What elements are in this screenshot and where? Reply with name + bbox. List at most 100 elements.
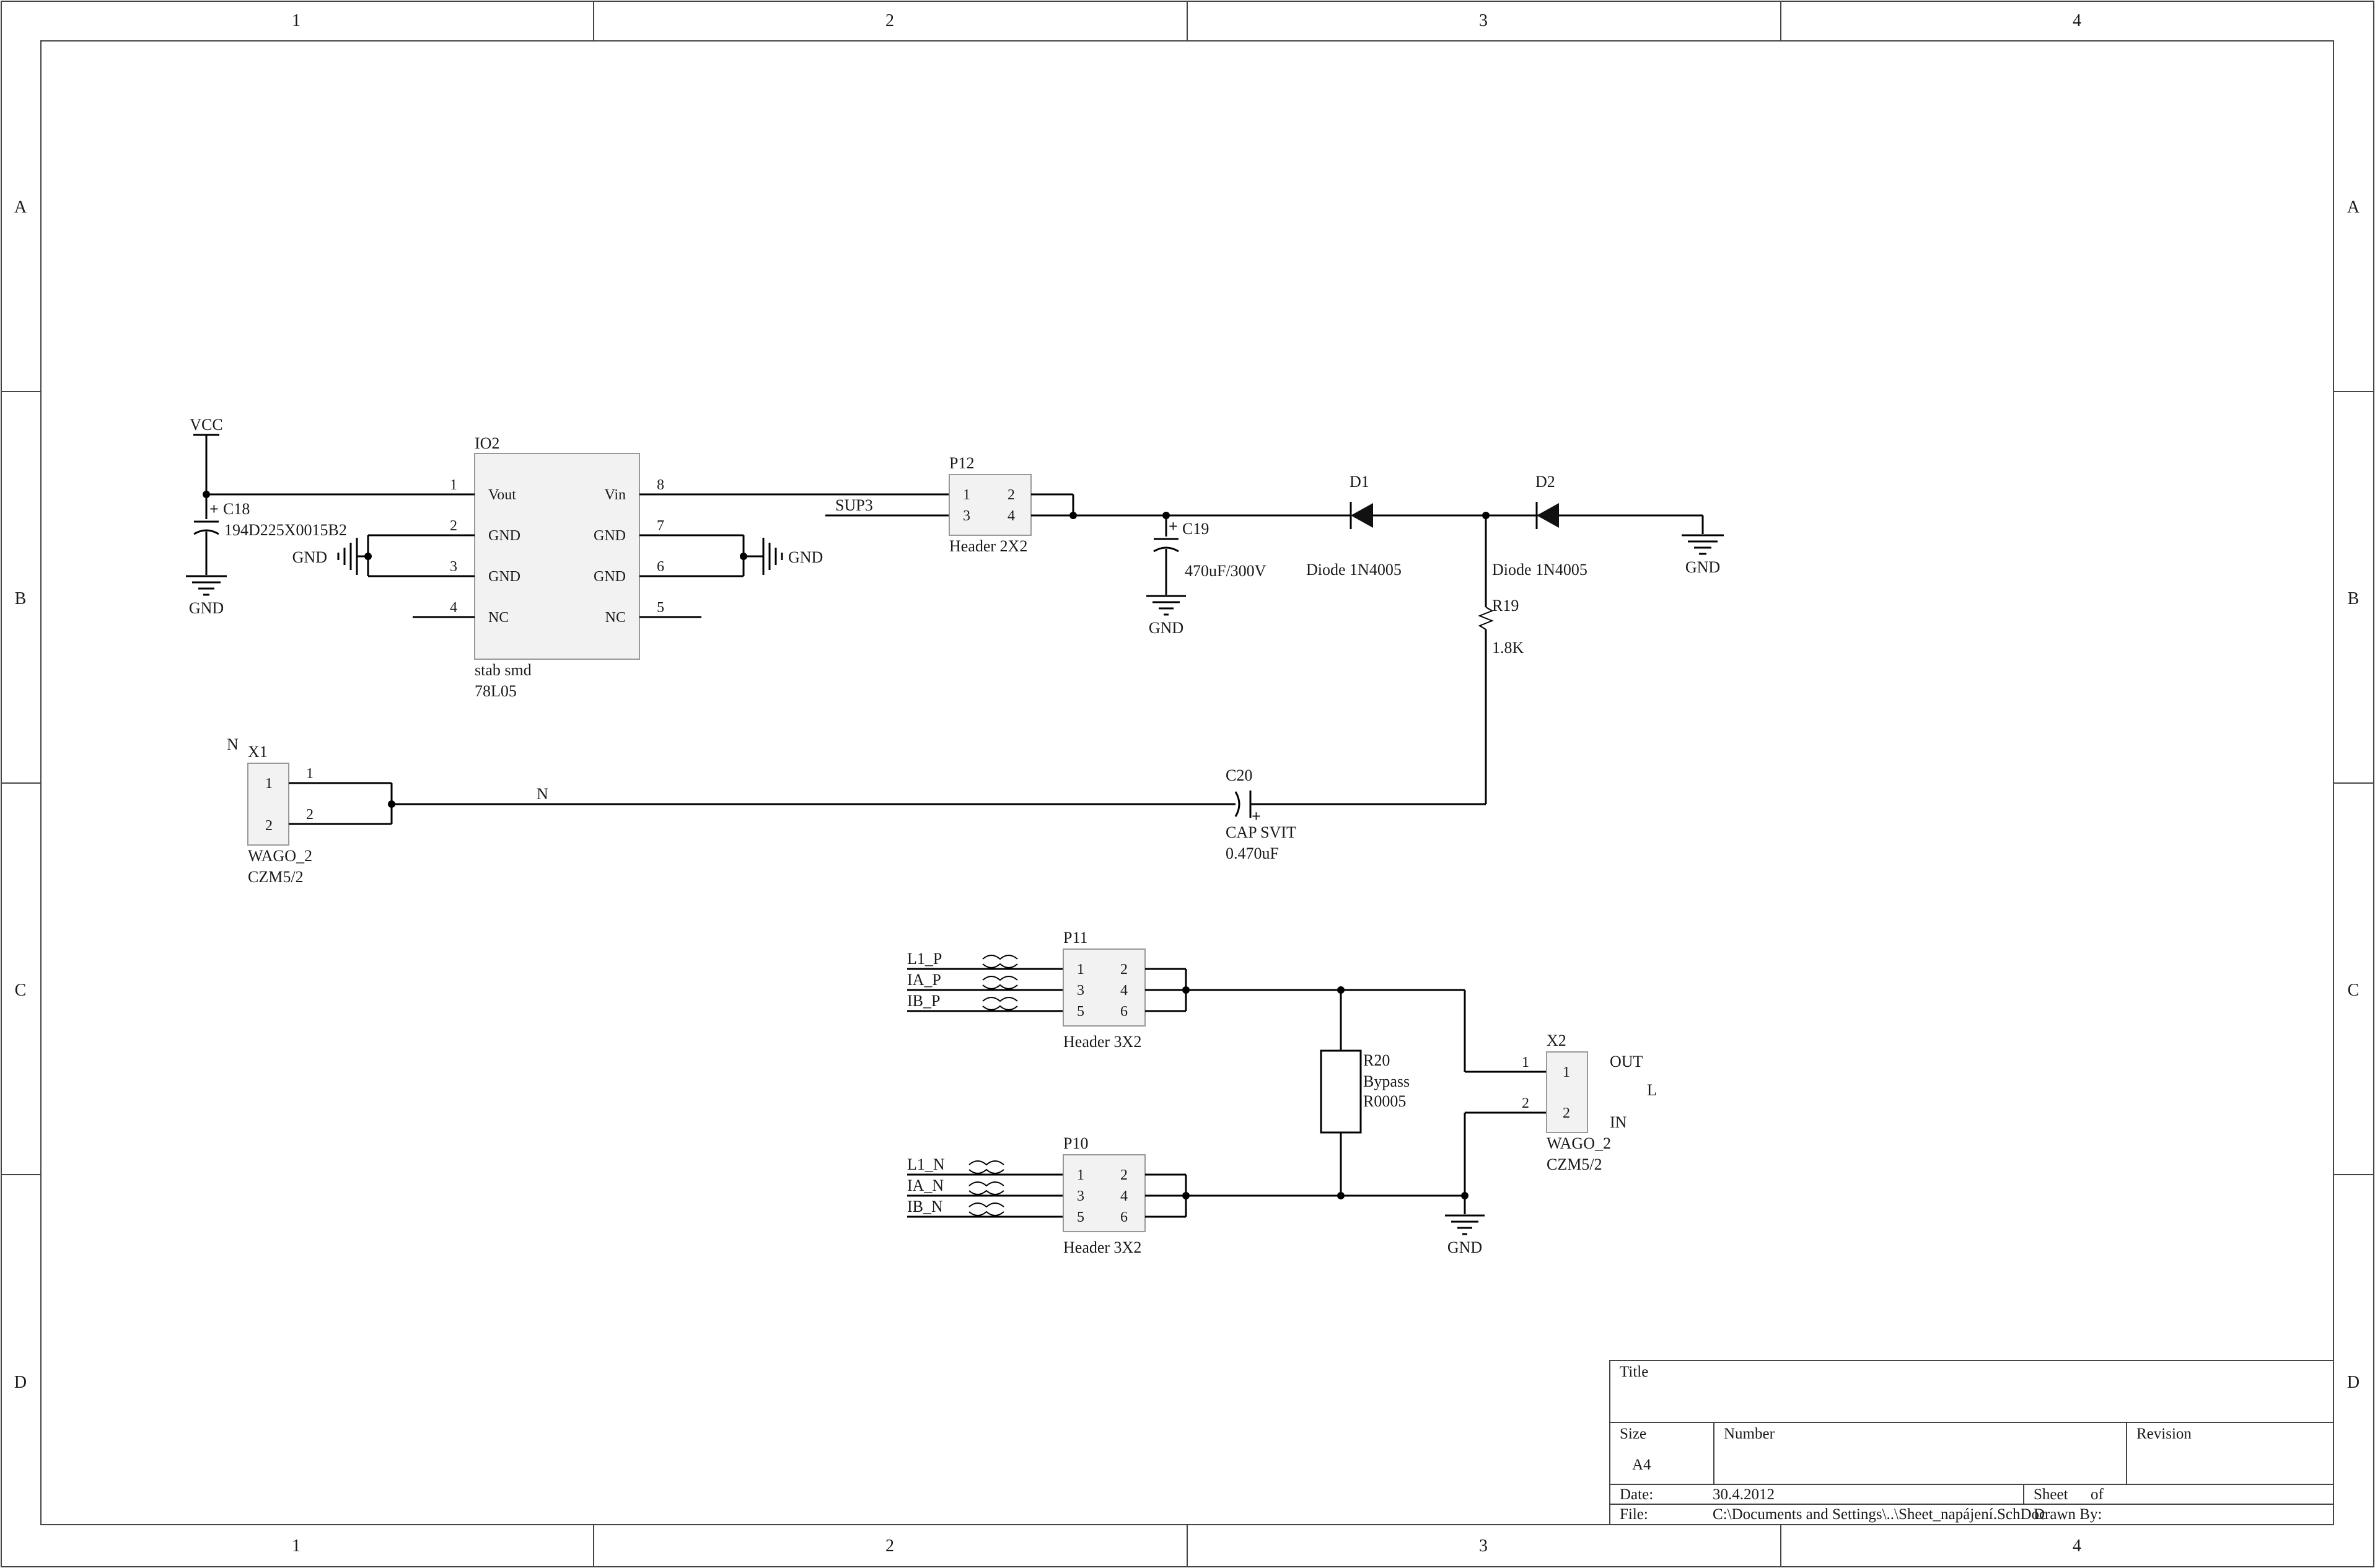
- c18-value: 194D225X0015B2: [224, 521, 347, 539]
- x2-pin1-num: 1: [1522, 1054, 1529, 1071]
- title-block-size-value: A4: [1632, 1456, 1651, 1473]
- zone-row-b-left: B: [15, 589, 27, 608]
- c18-ref: C18: [223, 500, 250, 518]
- zone-col-4-top: 4: [2073, 11, 2081, 30]
- gnd-symbol-d2: GND: [1682, 534, 1724, 576]
- x1-pin1-num: 1: [306, 766, 314, 782]
- zone-row-b-right: B: [2348, 589, 2360, 608]
- io2-value1: stab smd: [475, 661, 532, 679]
- p11-value: Header 3X2: [1063, 1033, 1141, 1051]
- gnd-symbol-io2-right: GND: [701, 534, 823, 577]
- r19-ref: R19: [1492, 597, 1519, 615]
- zone-col-3-top: 3: [1479, 11, 1488, 30]
- zone-col-2-bottom: 2: [885, 1536, 894, 1556]
- connector-x2[interactable]: X2 1 2 1 2 OUT L IN WAGO_2 CZM5/2: [1522, 1031, 1657, 1173]
- net-ib-p: IB_P: [907, 992, 940, 1010]
- title-block-title-label: Title: [1620, 1364, 1648, 1380]
- net-labels-p11: L1_P IA_P IB_P: [907, 950, 1063, 1012]
- io2-pin4-name: NC: [488, 610, 509, 626]
- sup3-label: SUP3: [835, 496, 873, 514]
- resistor-r19[interactable]: R19 1.8K: [1478, 515, 1524, 804]
- zone-row-a-left: A: [14, 198, 27, 217]
- zone-row-d-right: D: [2347, 1373, 2360, 1392]
- d1-value: Diode 1N4005: [1306, 561, 1402, 579]
- capacitor-c20[interactable]: + C20 CAP SVIT 0.470uF: [1226, 766, 1296, 862]
- io2-pin8-name: Vin: [604, 487, 626, 503]
- d1-ref: D1: [1350, 473, 1369, 491]
- title-block-number-label: Number: [1724, 1426, 1775, 1442]
- title-block-of-label: of: [2091, 1486, 2104, 1503]
- gnd-label-p10: GND: [1447, 1238, 1482, 1256]
- p11-ref: P11: [1063, 929, 1088, 947]
- gnd-symbol-c18: GND: [186, 575, 227, 617]
- io2-pin2-name: GND: [488, 528, 520, 544]
- capacitor-c19[interactable]: + C19 470uF/300V: [1153, 515, 1267, 595]
- p10-pin2: 2: [1120, 1167, 1128, 1183]
- p10-ref: P10: [1063, 1134, 1088, 1152]
- x2-pin2-num: 2: [1522, 1095, 1529, 1111]
- p11-pin1: 1: [1077, 961, 1084, 978]
- c19-value: 470uF/300V: [1185, 562, 1267, 580]
- d2-ref: D2: [1535, 473, 1555, 491]
- net-ia-n: IA_N: [907, 1176, 944, 1194]
- c20-value1: CAP SVIT: [1226, 823, 1296, 841]
- x2-in-label: IN: [1610, 1113, 1627, 1131]
- io2-pin3-name: GND: [488, 569, 520, 585]
- net-ib-n: IB_N: [907, 1198, 943, 1215]
- resistor-r20[interactable]: R20 Bypass R0005: [1320, 990, 1410, 1196]
- capacitor-c18[interactable]: + C18 194D225X0015B2: [193, 494, 347, 575]
- io2-pin6-name: GND: [594, 569, 626, 585]
- net-l1-p: L1_P: [907, 950, 942, 968]
- zone-row-a-right: A: [2347, 198, 2360, 217]
- r20-value1: Bypass: [1363, 1072, 1410, 1090]
- io2-pin2-num: 2: [450, 518, 457, 534]
- header-p11[interactable]: P11 Header 3X2 1 2 3 4 5 6: [1063, 929, 1187, 1051]
- p11-pin6: 6: [1120, 1004, 1128, 1020]
- io2-pin5-num: 5: [657, 600, 664, 616]
- c20-ref: C20: [1226, 766, 1252, 784]
- gnd-label-c18: GND: [189, 599, 224, 617]
- p10-value: Header 3X2: [1063, 1238, 1141, 1256]
- p10-pin6: 6: [1120, 1209, 1128, 1225]
- io2-pin4-num: 4: [450, 600, 457, 616]
- connector-x1[interactable]: N X1 1 2 1 2 WAGO_2 CZM5/2: [227, 735, 393, 886]
- d2-value: Diode 1N4005: [1492, 561, 1587, 579]
- x2-l-label: L: [1647, 1081, 1657, 1099]
- x2-ref: X2: [1547, 1031, 1566, 1049]
- c20-plus: +: [1252, 807, 1261, 825]
- x1-pin2-num: 2: [306, 807, 314, 823]
- zone-col-3-bottom: 3: [1479, 1536, 1488, 1556]
- zone-row-d-left: D: [14, 1373, 27, 1392]
- p12-ref: P12: [949, 454, 974, 472]
- io2-pin7-name: GND: [594, 528, 626, 544]
- zone-col-2-top: 2: [885, 11, 894, 30]
- p10-pin5: 5: [1077, 1209, 1084, 1225]
- io2-pin3-num: 3: [450, 559, 457, 575]
- x1-pin1: 1: [265, 776, 273, 792]
- diode-d1[interactable]: D1 Diode 1N4005: [1306, 473, 1402, 579]
- diode-d2[interactable]: D2 Diode 1N4005: [1492, 473, 1587, 579]
- regulator-io2[interactable]: IO2 stab smd 78L05 1 2 3 4 Vout GND GND …: [413, 434, 701, 700]
- gnd-label-io2-right: GND: [788, 548, 823, 566]
- gnd-label-c19: GND: [1149, 619, 1183, 637]
- c20-value2: 0.470uF: [1226, 844, 1279, 862]
- p11-pin2: 2: [1120, 961, 1128, 978]
- p12-pin2: 2: [1008, 487, 1015, 503]
- x1-port-label: N: [227, 735, 239, 753]
- zone-row-c-right: C: [2348, 981, 2360, 1000]
- header-p10[interactable]: P10 Header 3X2 1 2 3 4 5 6: [1063, 1134, 1187, 1256]
- r20-value2: R0005: [1363, 1092, 1406, 1110]
- x1-value1: WAGO_2: [248, 847, 312, 865]
- gnd-label-io2-left: GND: [292, 548, 327, 566]
- title-block-size-label: Size: [1620, 1426, 1646, 1442]
- zone-col-4-bottom: 4: [2073, 1536, 2081, 1556]
- header-p12[interactable]: P12 Header 2X2 1 2 3 4: [949, 454, 1074, 555]
- io2-pin1-num: 1: [450, 477, 457, 493]
- p12-pin3: 3: [963, 508, 970, 524]
- x2-value2: CZM5/2: [1547, 1155, 1602, 1173]
- net-sup3: SUP3: [825, 496, 949, 517]
- zone-col-1-bottom: 1: [292, 1536, 301, 1556]
- title-block-date-value: 30.4.2012: [1713, 1486, 1775, 1503]
